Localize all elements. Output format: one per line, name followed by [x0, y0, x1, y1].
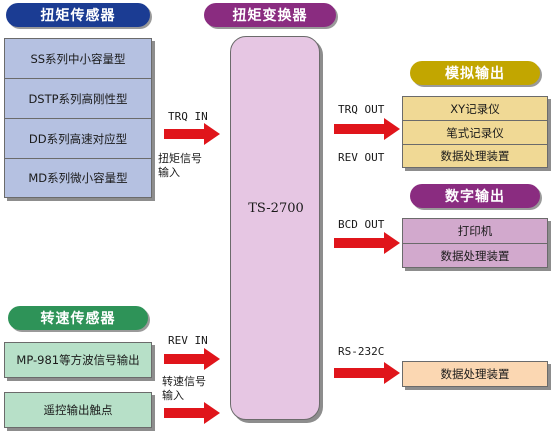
rs232c-label: RS-232C	[338, 345, 385, 358]
torque-sensor-list: SS系列中小容量型 DSTP系列高刚性型 DD系列高速对应型 MD系列微小容量型	[4, 38, 152, 198]
trq-out-arrow	[334, 118, 400, 140]
converter-model: TS-2700	[248, 201, 304, 216]
rev-in-label: REV IN	[168, 334, 208, 347]
converter-body: TS-2700	[230, 36, 320, 420]
rev-out-label: REV OUT	[338, 151, 385, 164]
trq-in-label: TRQ IN	[168, 110, 208, 123]
trq-in-desc-1: 扭矩信号	[158, 152, 202, 165]
analog-output-item-xy-recorder: XY记录仪	[403, 97, 547, 121]
speed-sensor-item-remote-contact: 遥控输出触点	[4, 392, 152, 428]
analog-output-list: XY记录仪 笔式记录仪 数据处理装置	[402, 96, 548, 168]
speed-sensor-item-mp981: MP-981等方波信号输出	[4, 342, 152, 378]
digital-output-item-printer: 打印机	[403, 219, 547, 244]
rs232c-output-data-processor: 数据处理装置	[402, 361, 548, 387]
torque-sensor-header: 扭矩传感器	[6, 3, 150, 27]
rev-in-desc-1: 转速信号	[162, 375, 206, 388]
torque-sensor-item-ss: SS系列中小容量型	[5, 39, 151, 79]
converter-header: 扭矩变换器	[204, 3, 336, 27]
torque-sensor-item-md: MD系列微小容量型	[28, 171, 128, 185]
torque-sensor-item-dstp: DSTP系列高刚性型	[5, 79, 151, 119]
bcd-out-arrow	[334, 232, 400, 254]
torque-sensor-item-dd: DD系列高速对应型	[5, 119, 151, 159]
analog-output-header: 模拟输出	[410, 61, 540, 85]
rev-in-arrow	[164, 348, 220, 370]
digital-output-item-data-processor: 数据处理装置	[440, 248, 510, 263]
rev-in-desc-2: 输入	[162, 389, 184, 402]
trq-in-arrow	[164, 123, 220, 145]
speed-sensor-header: 转速传感器	[8, 306, 148, 330]
trq-out-label: TRQ OUT	[338, 103, 385, 116]
analog-output-item-pen-recorder: 笔式记录仪	[403, 121, 547, 145]
digital-output-list: 打印机 数据处理装置	[402, 218, 548, 268]
rs232c-arrow	[334, 362, 400, 384]
trq-in-desc-2: 输入	[158, 166, 180, 179]
analog-output-item-data-processor: 数据处理装置	[440, 149, 510, 163]
bcd-out-label: BCD OUT	[338, 218, 385, 231]
remote-contact-arrow	[164, 402, 220, 424]
digital-output-header: 数字输出	[410, 184, 540, 208]
